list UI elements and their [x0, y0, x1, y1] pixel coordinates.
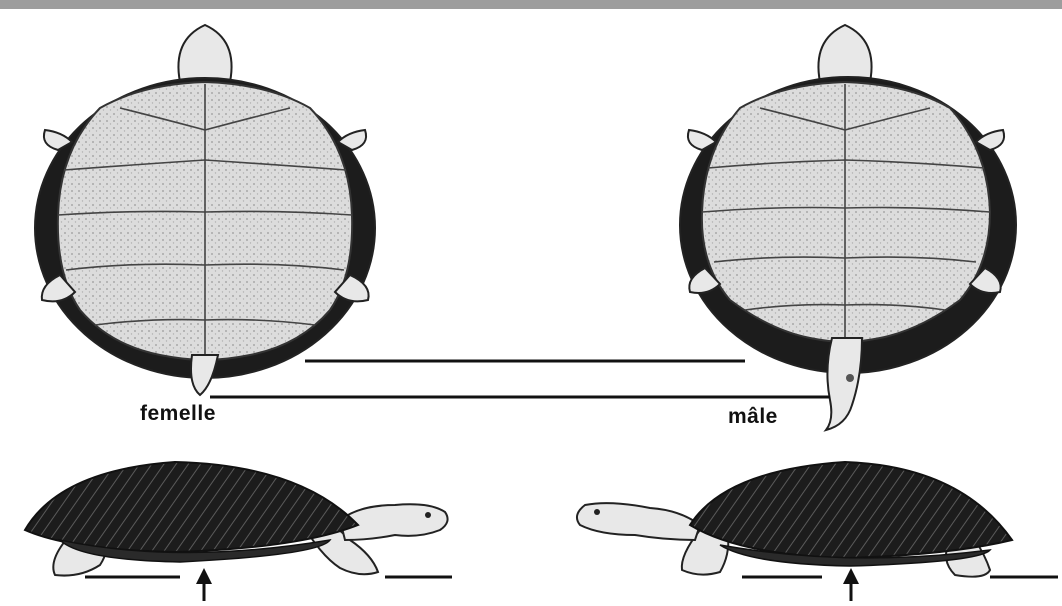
male-side-carapace: [690, 462, 1012, 558]
male-tail: [826, 338, 862, 430]
male-side-eye: [594, 509, 600, 515]
male-side-neck: [577, 503, 700, 540]
up-arrow-icon: [196, 568, 212, 601]
male-side-view: [577, 462, 1012, 577]
male-head: [818, 25, 871, 82]
female-side-eye: [425, 512, 431, 518]
female-side-view: [25, 462, 448, 576]
female-label: femelle: [140, 402, 216, 426]
top-border: [0, 0, 1062, 9]
female-head: [178, 25, 231, 82]
male-label: mâle: [728, 405, 778, 429]
male-cloaca: [846, 374, 854, 382]
male-plastron: [702, 82, 990, 342]
female-side-carapace: [25, 462, 358, 552]
female-plastron-view: [35, 25, 375, 395]
male-plastron-view: [680, 25, 1016, 430]
up-arrow-icon: [843, 568, 859, 601]
